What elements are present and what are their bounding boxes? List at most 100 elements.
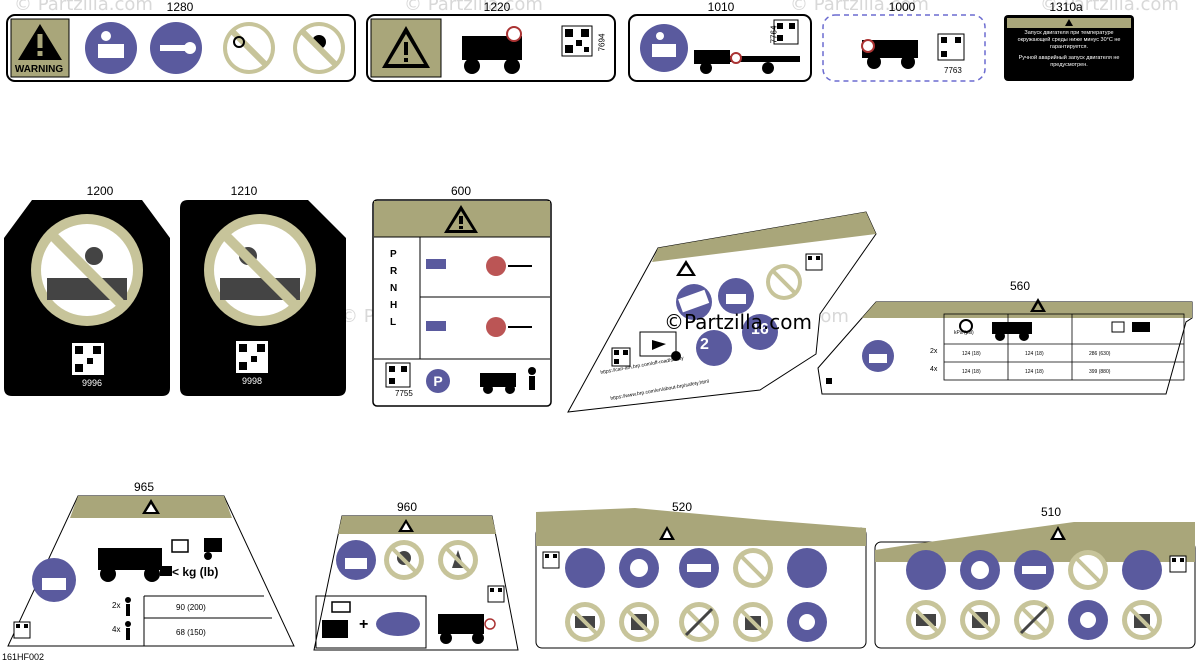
part-960-decal[interactable] [312,514,520,652]
no-limbs-out-icon [733,602,773,642]
part-560-row2-c1: 124 (18) [962,369,981,375]
qr-code-icon [13,621,31,639]
part-1000-code: 7763 [944,66,962,75]
part-510-ref[interactable]: 510 [1040,505,1062,519]
qr-code-icon [611,347,631,367]
no-passenger-icon [223,22,275,74]
no-cargo-bed-riding-icon [204,214,316,326]
part-1210-code: 9998 [241,376,263,386]
qr-code-icon [385,362,411,388]
weight-icon [160,566,172,576]
part-1200-ref[interactable]: 1200 [86,184,114,198]
part-1310a-text-2: Ручной аварийный запуск двигателя не пре… [1018,55,1120,68]
no-drink-drive-icon [766,264,802,300]
read-manual-icon [718,278,754,314]
qr-code-icon [487,585,505,603]
watermark: © Partzilla.com [14,0,153,15]
no-standing-icon [960,600,1000,640]
part-1310a-decal[interactable] [1003,14,1135,82]
part-1220-code: 7694 [597,33,607,52]
part-510-decal[interactable] [874,520,1196,650]
part-1010-code: 7764 [769,25,779,44]
helmet-icon [742,314,778,350]
video-icon [639,331,681,361]
boots-icon [1122,550,1162,590]
no-doors-icon [1014,600,1054,640]
no-passenger-icon [565,602,605,642]
part-1280-decal[interactable] [6,14,356,82]
boots-icon [787,548,827,588]
tank-cap-icon [376,612,420,636]
part-960-plus: + [359,616,369,633]
part-600-ref[interactable]: 600 [450,184,472,198]
qr-code-icon [561,25,593,57]
seatbelt-icon [679,548,719,588]
part-560-row1-c3: 286 (630) [1089,351,1111,357]
part-560-row1-c2: 124 (18) [1025,351,1044,357]
part-960-ref[interactable]: 960 [396,500,418,514]
part-1280-ref[interactable]: 1280 [166,0,194,14]
gloves-icon [960,550,1000,590]
part-1010-ref[interactable]: 1010 [707,0,735,14]
part-1220-ref[interactable]: 1220 [483,0,511,14]
helmet-goggles-icon [906,550,946,590]
part-1000-decal[interactable] [822,14,986,82]
rollover-icon [676,284,712,320]
park-icon: P [426,367,536,394]
brake-shift-icon [426,256,532,276]
part-1200-decal[interactable] [2,198,172,398]
part-600-gear-h: H [390,300,398,311]
wrench-icon [150,22,202,74]
no-fire-icon [438,540,478,580]
seatbelt-icon [1014,550,1054,590]
part-560-decal[interactable] [816,294,1196,398]
qr-code-icon [937,33,965,61]
part-965-ref[interactable]: 965 [133,480,155,494]
utv-icon [861,39,918,69]
part-520-ref[interactable]: 520 [671,500,693,514]
qr-code-icon [1169,555,1187,573]
part-1210-ref[interactable]: 1210 [230,184,258,198]
watermark: © Partzilla.com [1040,0,1179,15]
no-standing-icon [619,602,659,642]
part-1000-ref[interactable]: 1000 [888,0,916,14]
part-600-decal[interactable]: P [372,199,552,407]
part-1220-decal[interactable] [366,14,616,82]
footer-code: 161HF002 [2,652,45,662]
qr-code-icon [773,19,799,45]
no-cargo-bed-riding-icon [31,214,143,326]
watermark: © Partzilla.com [790,0,929,15]
part-1210-decal[interactable] [178,198,348,398]
utv-icon [438,614,496,644]
part-560-row2-mult: 4x [930,366,938,373]
part-965-decal[interactable] [6,494,296,648]
part-965-row2-val: 68 (150) [176,628,206,637]
no-limbs-out-icon [1122,600,1162,640]
part-600-gear-l: L [390,317,397,328]
part-965-row1-mult: 2x [112,601,121,610]
brake-shift-icon [426,317,532,337]
no-smoking-icon [384,540,424,580]
part-1200-code: 9996 [81,378,103,388]
utv-icon [462,26,522,74]
part-1010-decal[interactable] [628,14,812,82]
part-560-row2-c3: 399 (880) [1089,369,1111,375]
part-1310a-ref[interactable]: 1310a [1049,0,1083,14]
no-passenger-icon [906,600,946,640]
qr-code-icon [72,343,104,375]
part-560-ref[interactable]: 560 [1009,279,1031,293]
part-500-badge-2: 2 [700,336,709,353]
read-manual-icon [85,22,137,74]
no-helmet-icon [293,22,345,74]
part-600-gear-p: P [390,249,397,260]
part-500-decal[interactable] [566,210,878,414]
read-manual-icon [640,24,688,72]
qr-code-icon [805,253,823,271]
utv-icon [992,322,1032,341]
qr-code-icon [542,551,560,569]
utv-icon [98,548,162,582]
part-560-unit: kPa (psi) [954,330,974,336]
part-520-decal[interactable] [535,506,867,650]
hands-on-wheel-icon [787,602,827,642]
read-manual-icon [862,340,894,372]
